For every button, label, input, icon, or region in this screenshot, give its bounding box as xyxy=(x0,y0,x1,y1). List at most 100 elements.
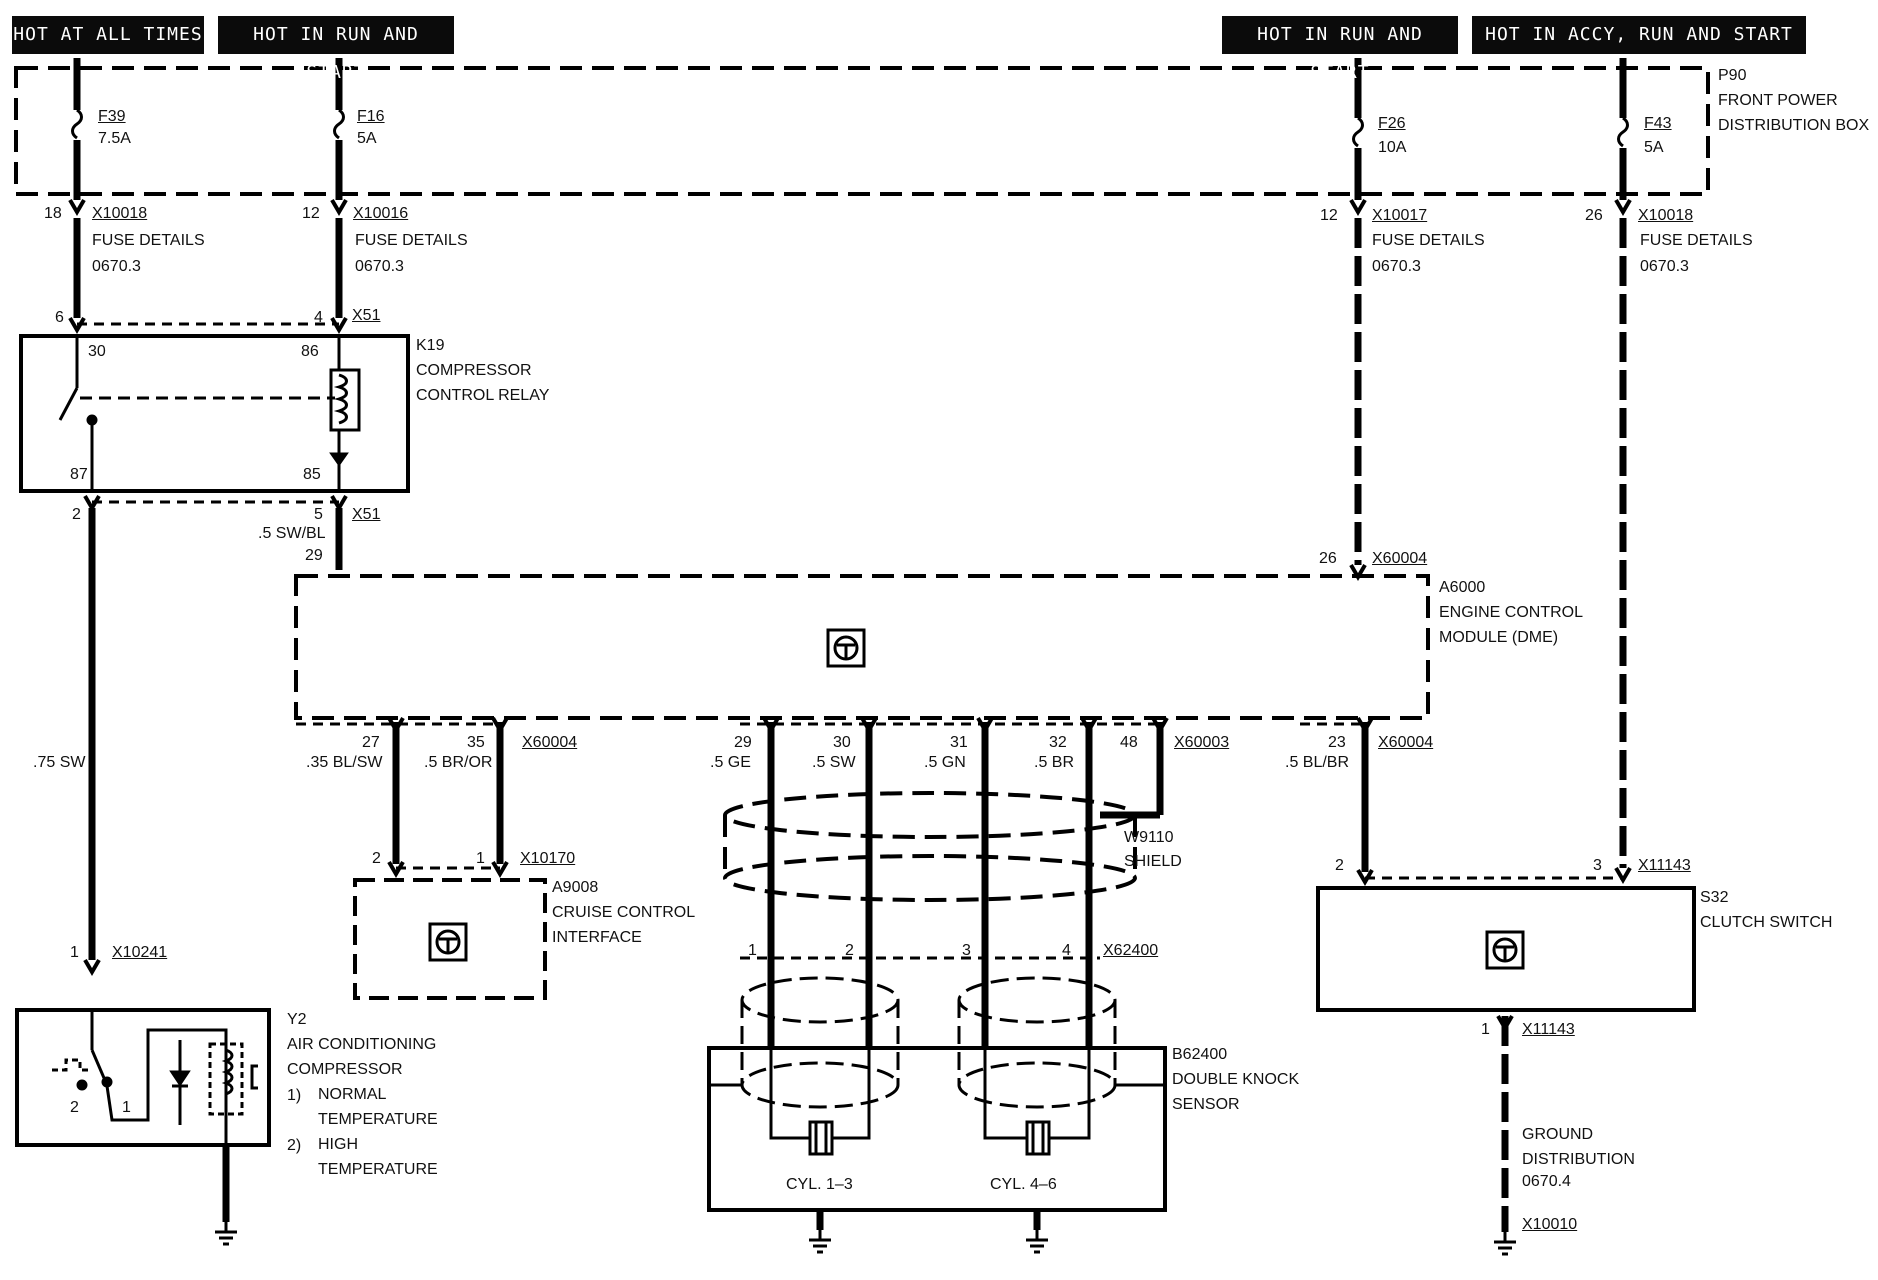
relay-pin-4: 4 xyxy=(314,309,323,326)
ecm-module-icon xyxy=(826,628,866,668)
relay-terminal-30: 30 xyxy=(88,343,106,360)
fuse-f43-symbol xyxy=(1617,116,1629,148)
pin-18: 18 xyxy=(44,205,62,222)
relay-pin-6: 6 xyxy=(55,309,64,326)
fuse-f16-symbol xyxy=(333,108,345,140)
fuse-f26-rating: 10A xyxy=(1378,139,1407,156)
fuse-f39-rating: 7.5A xyxy=(98,130,131,147)
fuse-f43-rating: 5A xyxy=(1644,139,1664,156)
ground-connector: X10010 xyxy=(1522,1216,1578,1233)
cruise-pin-1: 1 xyxy=(476,850,485,867)
compressor-switch-2: 2 xyxy=(70,1099,79,1116)
power-box-name: FRONT POWER DISTRIBUTION BOX xyxy=(1718,92,1870,134)
knock-pin-4: 4 xyxy=(1062,942,1071,959)
fuse-details-d: FUSE DETAILS xyxy=(1640,232,1753,249)
compressor-note-1-num: 1) xyxy=(287,1087,302,1104)
ecm-id: A6000 xyxy=(1439,579,1486,596)
fuse-details-c: FUSE DETAILS xyxy=(1372,232,1485,249)
ecm-bottom-wires xyxy=(392,722,1369,1048)
compressor-note-2-num: 2) xyxy=(287,1137,302,1154)
knock-pin-3: 3 xyxy=(962,942,971,959)
banner-hot-in-accy-run-and-start: HOT IN ACCY, RUN AND START xyxy=(1472,16,1806,54)
relay-pin-2: 2 xyxy=(72,506,81,523)
fuse-f26-id: F26 xyxy=(1378,115,1406,132)
clutch-pin-2: 2 xyxy=(1335,857,1344,874)
clutch-switch-box xyxy=(1316,886,1696,1012)
wire-label-bl-sw: .35 BL/SW xyxy=(306,754,383,771)
ground-icon xyxy=(213,1220,239,1246)
relay-k19-internals xyxy=(58,336,361,491)
banner-hot-in-run-and-start-1: HOT IN RUN AND START xyxy=(218,16,454,83)
cruise-connector: X10170 xyxy=(520,850,576,867)
compressor-pin-1: 1 xyxy=(70,944,79,961)
cruise-control-box xyxy=(353,878,547,1000)
knock-id: B62400 xyxy=(1172,1046,1228,1063)
clutch-pin-3: 3 xyxy=(1593,857,1602,874)
knock-pin-1: 1 xyxy=(748,942,757,959)
fuse-f43-id: F43 xyxy=(1644,115,1672,132)
relay-connector-x51-bottom: X51 xyxy=(352,506,381,523)
ecm-pin-32: 32 xyxy=(1049,734,1067,751)
fuse-ref-a: 0670.3 xyxy=(92,258,141,275)
fuse-ref-d: 0670.3 xyxy=(1640,258,1689,275)
pin-12-a: 12 xyxy=(302,205,320,222)
cruise-id: A9008 xyxy=(552,879,599,896)
ground-distribution-name: GROUND DISTRIBUTION xyxy=(1522,1126,1635,1168)
ecm-connector-right: X60004 xyxy=(1378,734,1434,751)
fuse-f16-id: F16 xyxy=(357,108,385,125)
knock-name: DOUBLE KNOCK SENSOR xyxy=(1172,1071,1300,1113)
knock-cyl-4-6: CYL. 4–6 xyxy=(990,1176,1057,1193)
compressor-note-1: NORMAL TEMPERATURE xyxy=(318,1086,438,1128)
power-distribution-box xyxy=(14,66,1710,196)
fuse-f39-id: F39 xyxy=(98,108,126,125)
wire-label-gn: .5 GN xyxy=(924,754,966,771)
connector-arrow xyxy=(1614,198,1632,214)
knock-sensor-box xyxy=(707,1046,1167,1212)
banner-hot-at-all-times: HOT AT ALL TIMES xyxy=(12,16,204,54)
relay-pin-5: 5 xyxy=(314,506,323,523)
ecm-pin-48: 48 xyxy=(1120,734,1138,751)
banner-hot-in-run-and-start-2: HOT IN RUN AND START xyxy=(1222,16,1458,83)
compressor-name: AIR CONDITIONING COMPRESSOR xyxy=(287,1036,437,1078)
relay-terminal-87: 87 xyxy=(70,466,88,483)
wire-sw-bl-label: .5 SW/BL xyxy=(258,525,326,542)
wire-label-sw: .5 SW xyxy=(812,754,856,771)
connector-x10016: X10016 xyxy=(353,205,409,222)
ecm-pin-35: 35 xyxy=(467,734,485,751)
knock-pin-2: 2 xyxy=(845,942,854,959)
ecm-pin-31: 31 xyxy=(950,734,968,751)
ground-icon xyxy=(1024,1228,1050,1254)
connector-x10018-b: X10018 xyxy=(1638,207,1694,224)
connector-arrow xyxy=(68,198,86,214)
fuse-f39-symbol xyxy=(71,108,83,140)
ecm-name: ENGINE CONTROL MODULE (DME) xyxy=(1439,604,1584,646)
cruise-pin-2: 2 xyxy=(372,850,381,867)
ac-compressor-internals xyxy=(52,1010,258,1145)
ecm-pin-30: 30 xyxy=(833,734,851,751)
cruise-module-icon xyxy=(428,922,468,962)
fuse-f26-symbol xyxy=(1352,116,1364,148)
wire-label-br-or: .5 BR/OR xyxy=(424,754,493,771)
wire-label-75-sw: .75 SW xyxy=(33,754,86,771)
fuse-f16-rating: 5A xyxy=(357,130,377,147)
pin-12-b: 12 xyxy=(1320,207,1338,224)
fuse-details-a: FUSE DETAILS xyxy=(92,232,205,249)
fuse-ref-c: 0670.3 xyxy=(1372,258,1421,275)
connector-arrow xyxy=(330,198,348,214)
compressor-note-2: HIGH TEMPERATURE xyxy=(318,1136,438,1178)
ground-icon xyxy=(1492,1230,1518,1256)
connector-x10018-a: X10018 xyxy=(92,205,148,222)
clutch-module-icon xyxy=(1485,930,1525,970)
shield-name: SHIELD xyxy=(1124,853,1182,870)
wire-label-bl-br: .5 BL/BR xyxy=(1285,754,1350,771)
pin-26-a: 26 xyxy=(1585,207,1603,224)
ecm-connector-mid: X60003 xyxy=(1174,734,1230,751)
ecm-connector-left: X60004 xyxy=(522,734,578,751)
shield-w9110 xyxy=(723,791,1137,902)
compressor-id: Y2 xyxy=(287,1011,307,1028)
clutch-connector-bottom: X11143 xyxy=(1522,1021,1575,1038)
ac-compressor-box xyxy=(15,1008,271,1147)
knock-connector: X62400 xyxy=(1103,942,1159,959)
relay-id: K19 xyxy=(416,337,445,354)
